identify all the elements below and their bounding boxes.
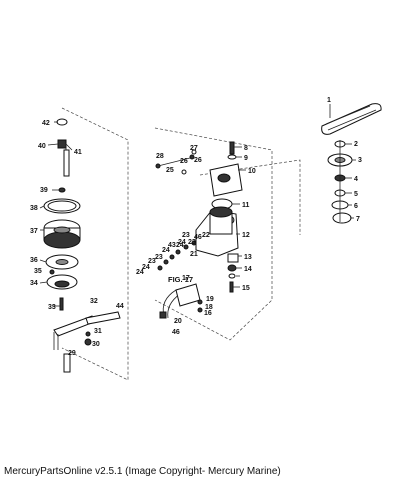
part-screws-top[interactable] — [155, 149, 197, 175]
part-ring-38[interactable] — [43, 198, 81, 214]
callout-12: 12 — [242, 232, 250, 239]
callout-extra: 23 — [188, 239, 196, 246]
callout-38: 38 — [30, 205, 38, 212]
callout-32: 32 — [90, 298, 98, 305]
part-shaft-assembly[interactable] — [56, 118, 70, 177]
part-belt[interactable] — [321, 103, 382, 135]
part-washer-35[interactable] — [49, 269, 55, 275]
callout-20: 20 — [174, 318, 182, 325]
callout-extra: 43 — [168, 242, 176, 249]
callout-labels: 1234567891011121314151617181920212223242… — [30, 97, 362, 357]
part-pulley-stack[interactable] — [327, 140, 353, 224]
callout-41: 41 — [74, 149, 82, 156]
callout-3: 3 — [358, 157, 362, 164]
part-spring-39[interactable] — [58, 187, 66, 193]
callout-14: 14 — [244, 266, 252, 273]
callout-11: 11 — [242, 202, 250, 209]
callout-extra: 23 — [148, 258, 156, 265]
leader-lines — [39, 104, 356, 307]
callout-36: 36 — [30, 257, 38, 264]
callout-29: 29 — [68, 350, 76, 357]
callout-44: 44 — [116, 303, 124, 310]
callout-39: 39 — [40, 187, 48, 194]
callout-25: 25 — [166, 167, 174, 174]
callout-28: 28 — [156, 153, 164, 160]
callout-4: 4 — [354, 176, 358, 183]
callout-6: 6 — [354, 203, 358, 210]
callout-46: 46 — [172, 329, 180, 336]
part-lower-fittings[interactable] — [227, 253, 239, 293]
group-label: FIG. 17 — [168, 275, 193, 284]
callout-15: 15 — [242, 285, 250, 292]
callout-34: 34 — [30, 280, 38, 287]
part-bolt-33[interactable] — [59, 297, 64, 311]
callout-extra: 24 — [176, 242, 184, 249]
callout-extra: 23 — [155, 254, 163, 261]
callout-35: 35 — [34, 268, 42, 275]
part-drum-37[interactable] — [43, 219, 81, 249]
callout-40: 40 — [38, 143, 46, 150]
callout-extra: 24 — [136, 269, 144, 276]
callout-16: 16 — [204, 310, 212, 317]
callout-22: 22 — [202, 232, 210, 239]
callout-10: 10 — [248, 168, 256, 175]
callout-1: 1 — [327, 97, 331, 104]
callout-7: 7 — [356, 216, 360, 223]
callout-26: 26 — [180, 158, 188, 165]
callout-37: 37 — [30, 228, 38, 235]
part-central-housing[interactable] — [195, 206, 239, 257]
part-wire-harness[interactable] — [159, 283, 203, 319]
callout-extra: 26 — [194, 157, 202, 164]
callout-extra: 46 — [194, 234, 202, 241]
callout-30: 30 — [92, 341, 100, 348]
part-hose-assembly[interactable] — [53, 311, 121, 373]
callout-17: 17 — [182, 275, 190, 282]
callout-9: 9 — [244, 155, 248, 162]
callout-8: 8 — [244, 145, 248, 152]
callout-extra: 24 — [142, 264, 150, 271]
part-upper-bracket[interactable] — [209, 141, 243, 197]
outline-center-group — [154, 127, 301, 341]
callout-13: 13 — [244, 254, 252, 261]
callout-18: 18 — [205, 304, 213, 311]
part-base-34[interactable] — [46, 274, 78, 290]
callout-23: 23 — [182, 232, 190, 239]
callout-21: 21 — [190, 251, 198, 258]
image-caption: MercuryPartsOnline v2.5.1 (Image Copyrig… — [4, 466, 281, 477]
callout-31: 31 — [94, 328, 102, 335]
callout-19: 19 — [206, 296, 214, 303]
callout-33: 33 — [48, 304, 56, 311]
callout-2: 2 — [354, 141, 358, 148]
callout-42: 42 — [42, 120, 50, 127]
outline-left-group — [61, 107, 129, 381]
callout-extra: 24 — [162, 247, 170, 254]
callout-5: 5 — [354, 191, 358, 198]
callout-24: 24 — [178, 239, 186, 246]
callout-27: 27 — [190, 145, 198, 152]
part-plate-36[interactable] — [45, 254, 79, 270]
part-small-hardware[interactable] — [157, 240, 197, 271]
